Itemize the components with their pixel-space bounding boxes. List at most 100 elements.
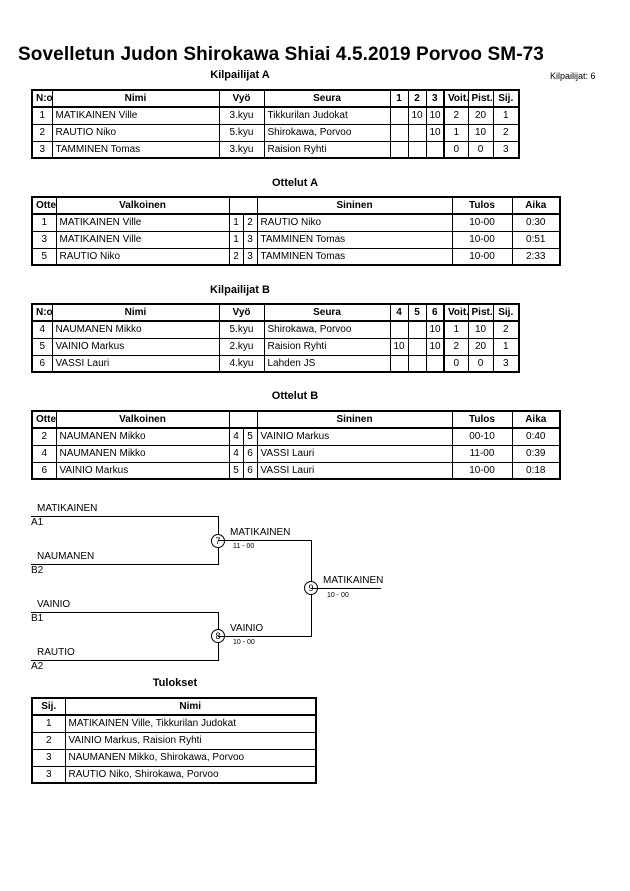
cell-white: MATIKAINEN Ville: [55, 213, 230, 232]
matches-a-heading: Ottelut A: [271, 177, 319, 189]
bracket-line: [31, 612, 218, 613]
col-header: Nimi: [64, 697, 317, 716]
cell-score: 10: [425, 337, 445, 356]
bracket-semi1-top-name: MATIKAINEN: [37, 503, 98, 514]
cell-time: 0:30: [511, 213, 561, 232]
cell-club: Shirokawa, Porvoo: [263, 123, 391, 142]
bracket-semi1-bottom-slot: B2: [31, 565, 44, 576]
bracket-line: [31, 660, 218, 661]
col-header: Voit.: [443, 89, 469, 108]
cell-score: [389, 320, 409, 339]
cell-name: TAMMINEN Tomas: [51, 140, 220, 159]
results-heading: Tulokset: [152, 677, 198, 689]
bracket-semi1-top-slot: A1: [31, 517, 44, 528]
col-header: Aika: [511, 410, 561, 429]
col-header: Sininen: [256, 196, 453, 215]
results-table: Sij. Nimi 1 MATIKAINEN Ville, Tikkurilan…: [31, 697, 317, 784]
col-header: Sij.: [492, 303, 520, 322]
cell-white: VAINIO Markus: [55, 461, 230, 480]
cell-time: 0:40: [511, 427, 561, 446]
cell-match-no: 2: [31, 427, 57, 446]
cell-points: 0: [467, 354, 494, 373]
cell-place: 2: [492, 123, 520, 142]
cell-name: VASSI Lauri: [51, 354, 220, 373]
col-header: Nimi: [51, 303, 220, 322]
cell-score: [407, 320, 427, 339]
col-header: Sij.: [492, 89, 520, 108]
cell-wins: 2: [443, 337, 469, 356]
cell-points: 10: [467, 123, 494, 142]
cell-wins: 0: [443, 140, 469, 159]
bracket-final-winner: MATIKAINEN: [323, 575, 384, 586]
cell-result: 11-00: [451, 444, 513, 463]
cell-time: 2:33: [511, 247, 561, 266]
cell-score: [389, 123, 409, 142]
cell-result: 10-00: [451, 461, 513, 480]
cell-no: 5: [31, 337, 53, 356]
cell-white-no: 1: [228, 213, 244, 232]
bracket-semi1-score: 11 - 00: [233, 543, 255, 550]
table-row: 6 VAINIO Markus 5 6 VASSI Lauri 10-00 0:…: [31, 461, 561, 480]
col-header: Pist.: [467, 89, 494, 108]
cell-score: [425, 354, 445, 373]
cell-white-no: 5: [228, 461, 244, 480]
cell-score: [407, 354, 427, 373]
cell-name: NAUMANEN Mikko, Shirokawa, Porvoo: [64, 748, 317, 767]
cell-match-no: 4: [31, 444, 57, 463]
cell-blue-no: 3: [242, 247, 258, 266]
cell-white: RAUTIO Niko: [55, 247, 230, 266]
table-row: 4 NAUMANEN Mikko 4 6 VASSI Lauri 11-00 0…: [31, 444, 561, 463]
cell-white-no: 1: [228, 230, 244, 249]
bracket-line: [311, 588, 381, 589]
bracket-semi2-bottom-slot: A2: [31, 661, 44, 672]
cell-white-no: 4: [228, 444, 244, 463]
table-row: 2 RAUTIO Niko 5.kyu Shirokawa, Porvoo 10…: [31, 123, 520, 142]
bracket-semi1-bottom-name: NAUMANEN: [37, 551, 95, 562]
cell-place: 1: [492, 106, 520, 125]
col-header: 3: [425, 89, 445, 108]
col-header: Nimi: [51, 89, 220, 108]
col-header: Seura: [263, 89, 391, 108]
cell-club: Raision Ryhti: [263, 140, 391, 159]
cell-match-no: 3: [31, 230, 57, 249]
col-header: Vyö: [218, 89, 265, 108]
cell-time: 0:39: [511, 444, 561, 463]
cell-place: 3: [492, 354, 520, 373]
table-row: 3 RAUTIO Niko, Shirokawa, Porvoo: [31, 765, 317, 784]
cell-wins: 2: [443, 106, 469, 125]
table-row: 3 NAUMANEN Mikko, Shirokawa, Porvoo: [31, 748, 317, 767]
cell-result: 10-00: [451, 230, 513, 249]
cell-result: 10-00: [451, 213, 513, 232]
table-row: 1 MATIKAINEN Ville 3.kyu Tikkurilan Judo…: [31, 106, 520, 125]
bracket-final-score: 10 - 00: [327, 592, 349, 599]
cell-blue-no: 2: [242, 213, 258, 232]
cell-blue-no: 5: [242, 427, 258, 446]
cell-result: 10-00: [451, 247, 513, 266]
cell-white: MATIKAINEN Ville: [55, 230, 230, 249]
cell-score: [407, 123, 427, 142]
cell-belt: 4.kyu: [218, 354, 265, 373]
cell-name: NAUMANEN Mikko: [51, 320, 220, 339]
table-row: 3 TAMMINEN Tomas 3.kyu Raision Ryhti 0 0…: [31, 140, 520, 159]
col-header: [228, 410, 258, 429]
col-header: N:o: [31, 89, 53, 108]
bracket-match-number: 7: [211, 534, 225, 548]
cell-place: 2: [31, 731, 66, 750]
cell-score: [389, 140, 409, 159]
cell-score: 10: [407, 106, 427, 125]
col-header: Aika: [511, 196, 561, 215]
cell-score: 10: [389, 337, 409, 356]
cell-score: 10: [425, 106, 445, 125]
cell-time: 0:18: [511, 461, 561, 480]
col-header: [228, 196, 258, 215]
competitors-count: Kilpailijat: 6: [550, 71, 596, 81]
cell-blue: VASSI Lauri: [256, 444, 453, 463]
cell-points: 10: [467, 320, 494, 339]
col-header: Valkoinen: [55, 196, 230, 215]
cell-wins: 1: [443, 123, 469, 142]
col-header: 2: [407, 89, 427, 108]
cell-club: Lahden JS: [263, 354, 391, 373]
cell-blue: TAMMINEN Tomas: [256, 230, 453, 249]
cell-score: [425, 140, 445, 159]
table-row: 2 NAUMANEN Mikko 4 5 VAINIO Markus 00-10…: [31, 427, 561, 446]
